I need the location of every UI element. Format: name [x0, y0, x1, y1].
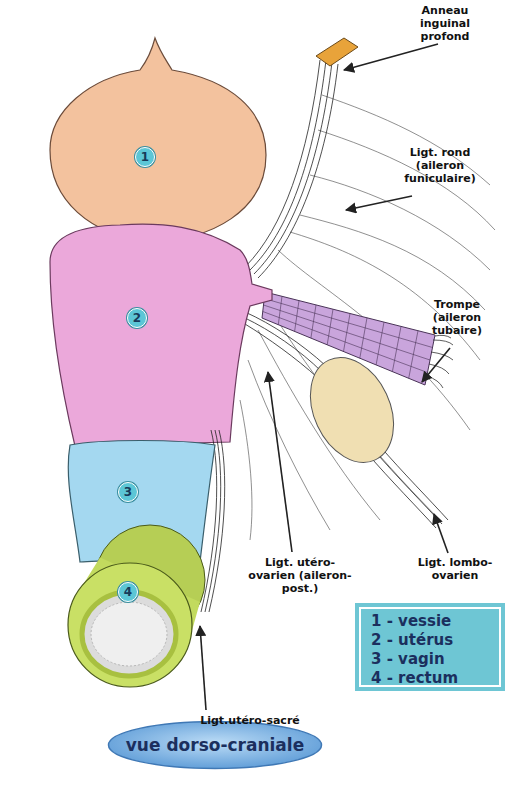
callout-number: 4 [118, 582, 138, 602]
leader-arrow [268, 372, 292, 552]
callout-number: 2 [127, 308, 147, 328]
part-label: Trompe (aileron tubaire) [420, 298, 494, 337]
leader-arrow [434, 514, 448, 553]
part-label: Ligt. utéro-ovarien (aileron-post.) [245, 556, 355, 595]
rectum-mucosa [91, 602, 167, 666]
part-label: Ligt. rond (aileron funiculaire) [395, 146, 485, 185]
ovary [294, 344, 409, 476]
key-entry: 1 - vessie [371, 612, 505, 631]
key-entry: 4 - rectum [371, 669, 505, 688]
leader-arrow [200, 626, 206, 710]
key-box: 1 - vessie2 - utérus3 - vagin4 - rectum [355, 603, 505, 691]
oval-outline [109, 722, 322, 769]
callout-number: 3 [124, 486, 132, 498]
rectum-lumen [82, 592, 176, 676]
deep-inguinal-ring [316, 38, 358, 66]
broad-ligament-fibres [240, 95, 495, 540]
callout-number: 3 [118, 482, 138, 502]
key-entry: 2 - utérus [371, 631, 505, 650]
part-label: Anneau inguinal profond [410, 4, 480, 43]
tube-fimbriae [427, 335, 453, 388]
view-caption: vue dorso-craniale [126, 735, 304, 755]
key-entry: 3 - vagin [371, 650, 505, 669]
callout-number: 1 [135, 147, 155, 167]
part-label: Ligt. lombo-ovarien [405, 556, 505, 582]
leader-arrow [422, 348, 450, 382]
leader-arrow [346, 196, 412, 210]
bladder [50, 38, 266, 241]
leader-arrow [344, 44, 438, 70]
view-oval: vue dorso-craniale [107, 720, 323, 770]
utero-ovarian-ligament [245, 312, 326, 378]
uterus [50, 224, 272, 446]
callout-number: 2 [133, 312, 141, 324]
callout-number: 1 [141, 151, 149, 163]
callout-number: 4 [124, 586, 132, 598]
part-label: Ligt.utéro-sacré [180, 714, 320, 727]
rectum-front [68, 563, 192, 687]
